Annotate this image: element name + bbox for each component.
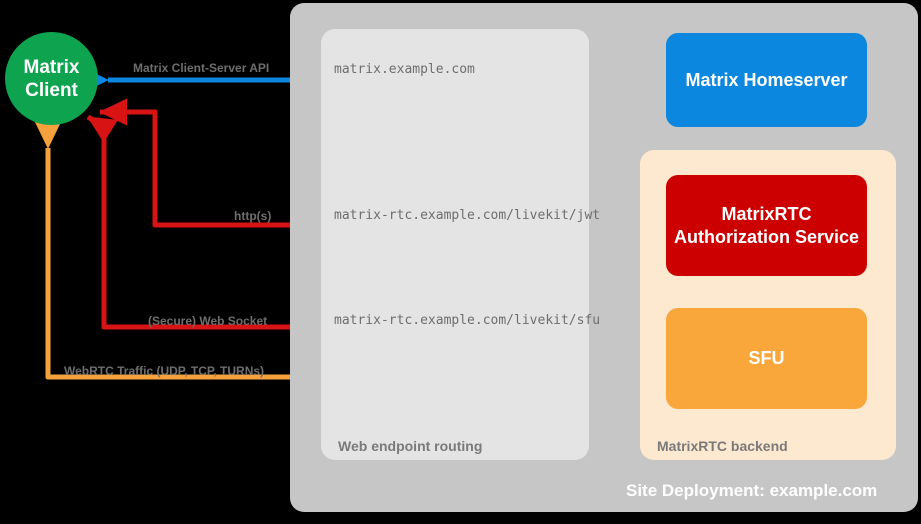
node-matrix-client[interactable]: Matrix Client (5, 32, 98, 125)
caption-site-deployment: Site Deployment: example.com (626, 481, 878, 500)
node-sfu-label: SFU (748, 348, 785, 368)
node-matrix-homeserver-label: Matrix Homeserver (685, 69, 848, 90)
caption-matrixrtc-backend: MatrixRTC backend (657, 438, 788, 454)
web-endpoint-routing-container (321, 29, 589, 460)
flow-label-webrtc: WebRTC Traffic (UDP, TCP, TURNs) (64, 364, 265, 378)
flow-label-websocket: (Secure) Web Socket (148, 314, 268, 328)
caption-web-endpoint-routing: Web endpoint routing (338, 438, 483, 454)
node-matrix-homeserver[interactable]: Matrix Homeserver (666, 33, 867, 127)
flow-label-client-server-api: Matrix Client-Server API (133, 61, 270, 75)
node-matrixrtc-authorization-service-label: MatrixRTC Authorization Service (673, 203, 860, 247)
node-sfu[interactable]: SFU (666, 308, 867, 409)
node-matrix-client-label: Matrix Client (23, 56, 80, 101)
flow-label-https: http(s) (234, 209, 272, 223)
endpoint-label-livekit-jwt: matrix-rtc.example.com/livekit/jwt (334, 208, 601, 223)
endpoint-label-matrix-example-com: matrix.example.com (334, 62, 475, 77)
endpoint-label-livekit-sfu: matrix-rtc.example.com/livekit/sfu (334, 313, 601, 328)
node-matrixrtc-authorization-service[interactable]: MatrixRTC Authorization Service (666, 175, 867, 276)
